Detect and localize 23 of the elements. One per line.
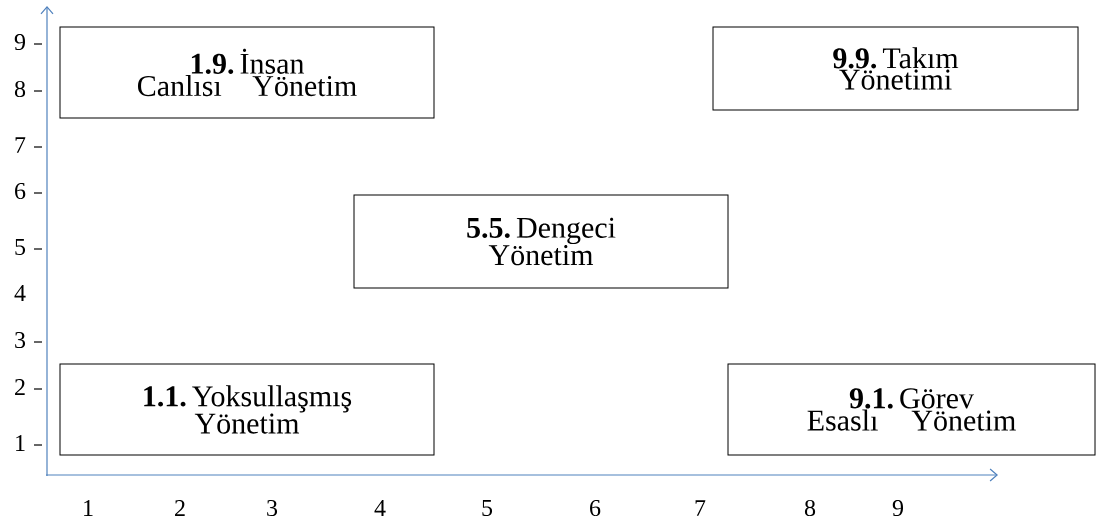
text-box: 1.9. İnsan Canlısı Yönetim: [59, 26, 435, 119]
tick-label: 3: [15, 331, 26, 349]
text-box: 9.1. Görev Esaslı Yönetim: [727, 363, 1096, 456]
text-box: 9.9. Takım Yönetimi: [712, 26, 1079, 111]
tick-label: 4: [14, 285, 26, 301]
text-box: 5.5. Dengeci Yönetim: [353, 194, 729, 289]
tick-label: 5: [15, 239, 26, 255]
tick-label: 1: [84, 500, 93, 516]
tick-label: 8: [804, 499, 816, 517]
tick-label: 9: [14, 33, 25, 51]
tick-label: 8: [14, 80, 26, 98]
tick-label: 5: [482, 500, 493, 516]
tick-label: 1: [16, 435, 25, 451]
tick-label: 7: [15, 137, 26, 153]
text-box: 1.1. Yoksullaşmış Yönetim: [59, 363, 435, 456]
tick-label: 2: [175, 500, 185, 516]
tick-label: 6: [590, 499, 601, 517]
tick-label: 7: [695, 500, 706, 516]
tick-label: 9: [892, 499, 903, 517]
tick-label: 3: [267, 499, 278, 517]
tick-label: 6: [15, 182, 26, 200]
tick-label: 2: [15, 379, 25, 395]
tick-label: 4: [374, 500, 386, 516]
